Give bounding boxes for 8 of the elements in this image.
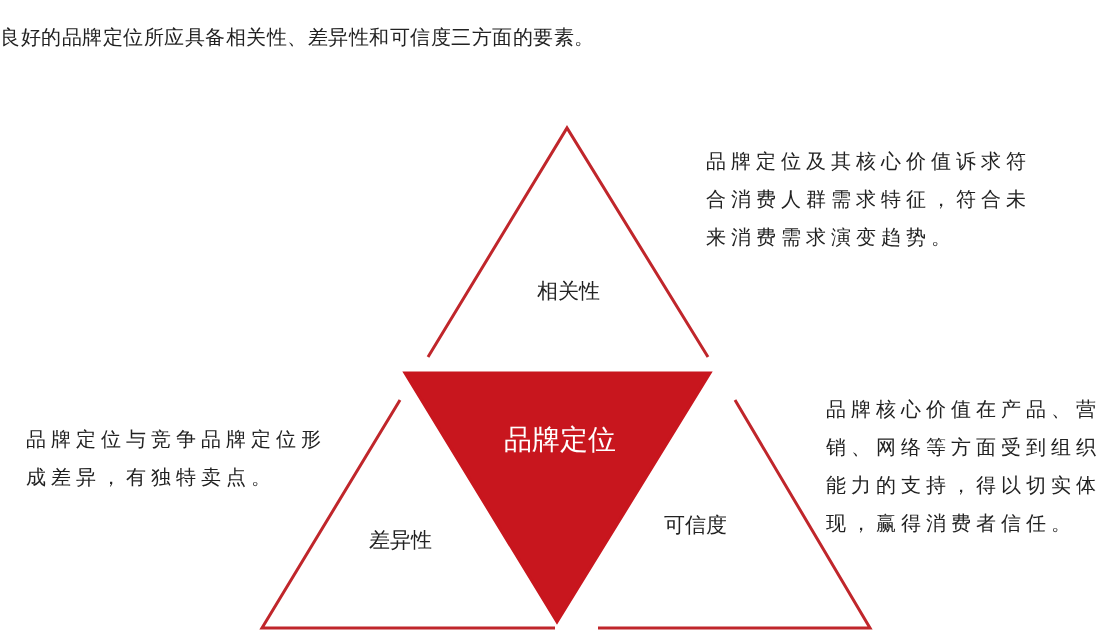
triangle-label: 差异性 [368,527,432,554]
description-text: 品牌定位及其核心价值诉求符合消费人群需求特征，符合未来消费需求演变趋势。 [706,148,1032,251]
description-text: 品牌定位与竞争品牌定位形成差异，有独特卖点。 [26,426,327,491]
title-text: 良好的品牌定位所应具备相关性、差异性和可信度三方面的要素。 [0,24,595,51]
description-text: 品牌核心价值在产品、营销、网络等方面受到组织能力的支持，得以切实体现，赢得消费者信任。 [826,396,1102,537]
center-label: 品牌定位 [504,422,616,458]
triangle-label: 相关性 [536,278,600,305]
triangle-label: 可信度 [663,512,727,539]
